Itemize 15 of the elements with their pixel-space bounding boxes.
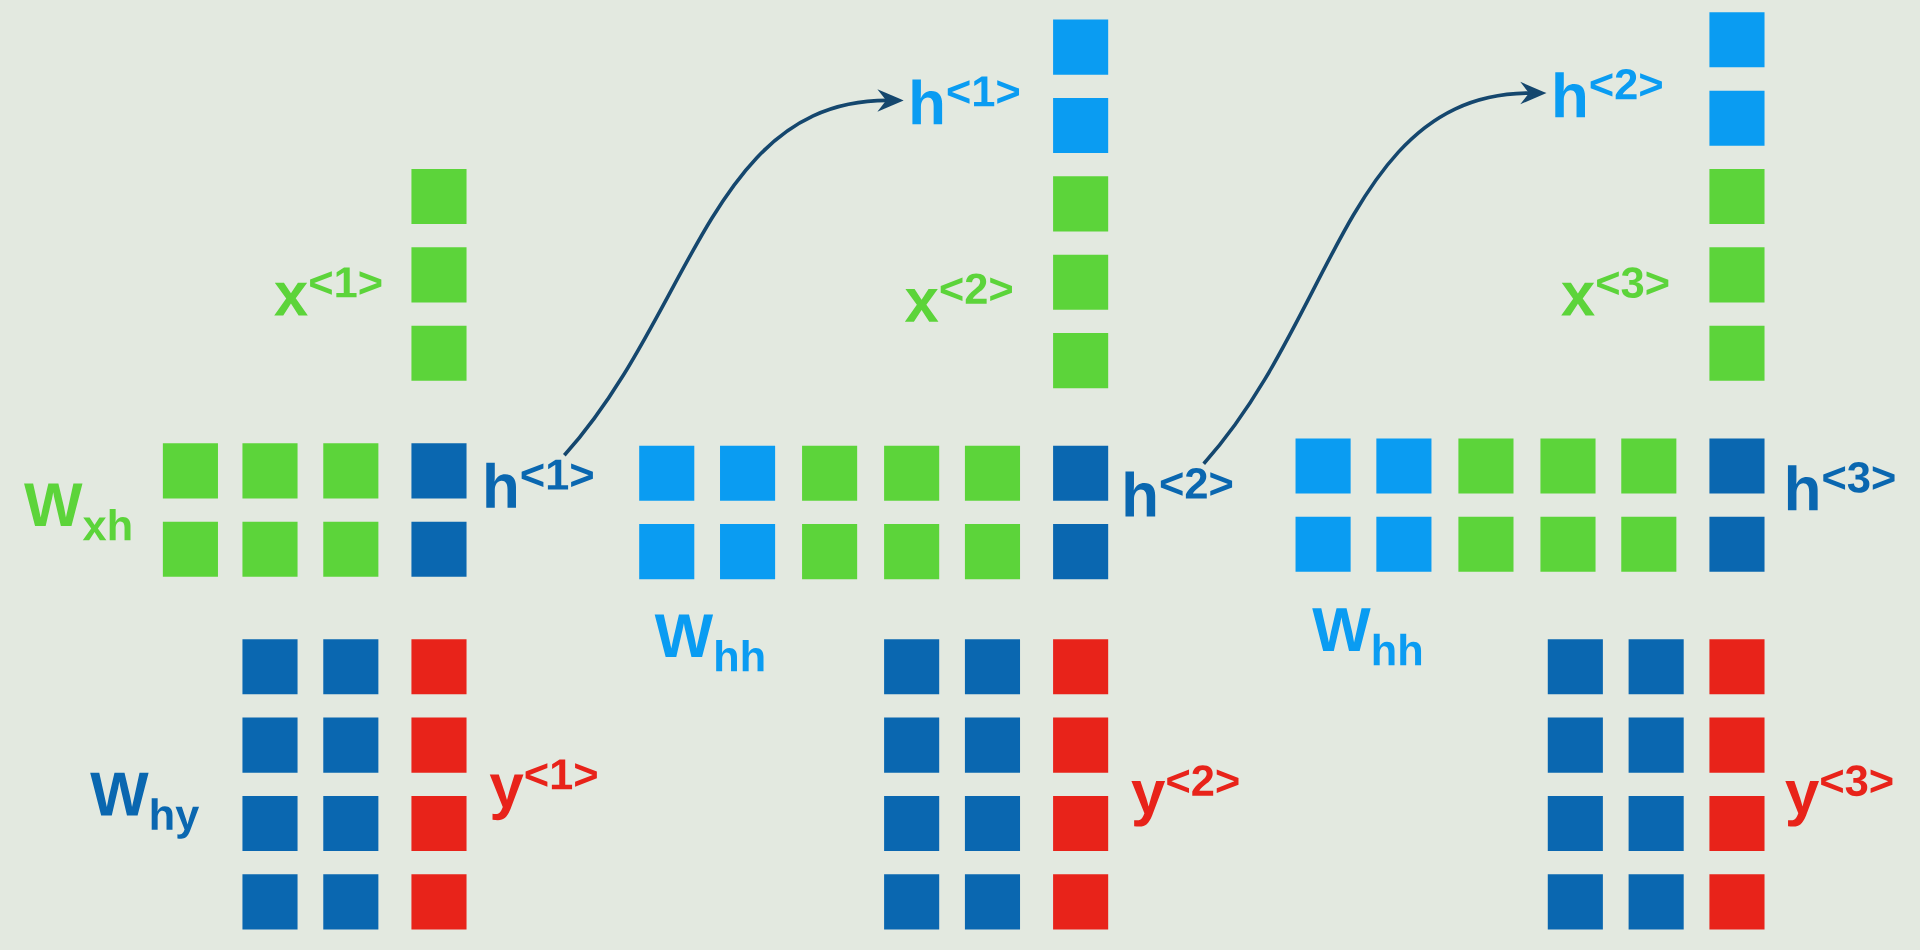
- matrix-label: h$^{<3>}$: [1787, 461, 1895, 511]
- matrix-label: y$^{<2>}$: [1131, 765, 1239, 827]
- matrix-label: W$_{hh}$: [654, 614, 764, 672]
- matrix-label: y$^{<1>}$: [489, 759, 597, 821]
- vector-label: h$^{<2>}$: [1555, 68, 1662, 118]
- matrix-label: W$_{hy}$: [90, 772, 200, 839]
- matrix-label: x$^{<1>}$: [274, 267, 382, 316]
- vector-label: h$^{<1>}$: [912, 76, 1019, 125]
- matrix-label: x$^{<3>}$: [1561, 267, 1669, 316]
- matrix-label: W$_{hh}$: [1312, 608, 1422, 666]
- matrix-label: x$^{<2>}$: [904, 273, 1012, 322]
- vector-label: h$^{<1>}$: [486, 459, 593, 508]
- matrix-label: y$^{<3>}$: [1785, 765, 1893, 827]
- vector-label: h$^{<2>}$: [1125, 467, 1233, 517]
- matrix-label: W$_{xh}$: [24, 483, 131, 541]
